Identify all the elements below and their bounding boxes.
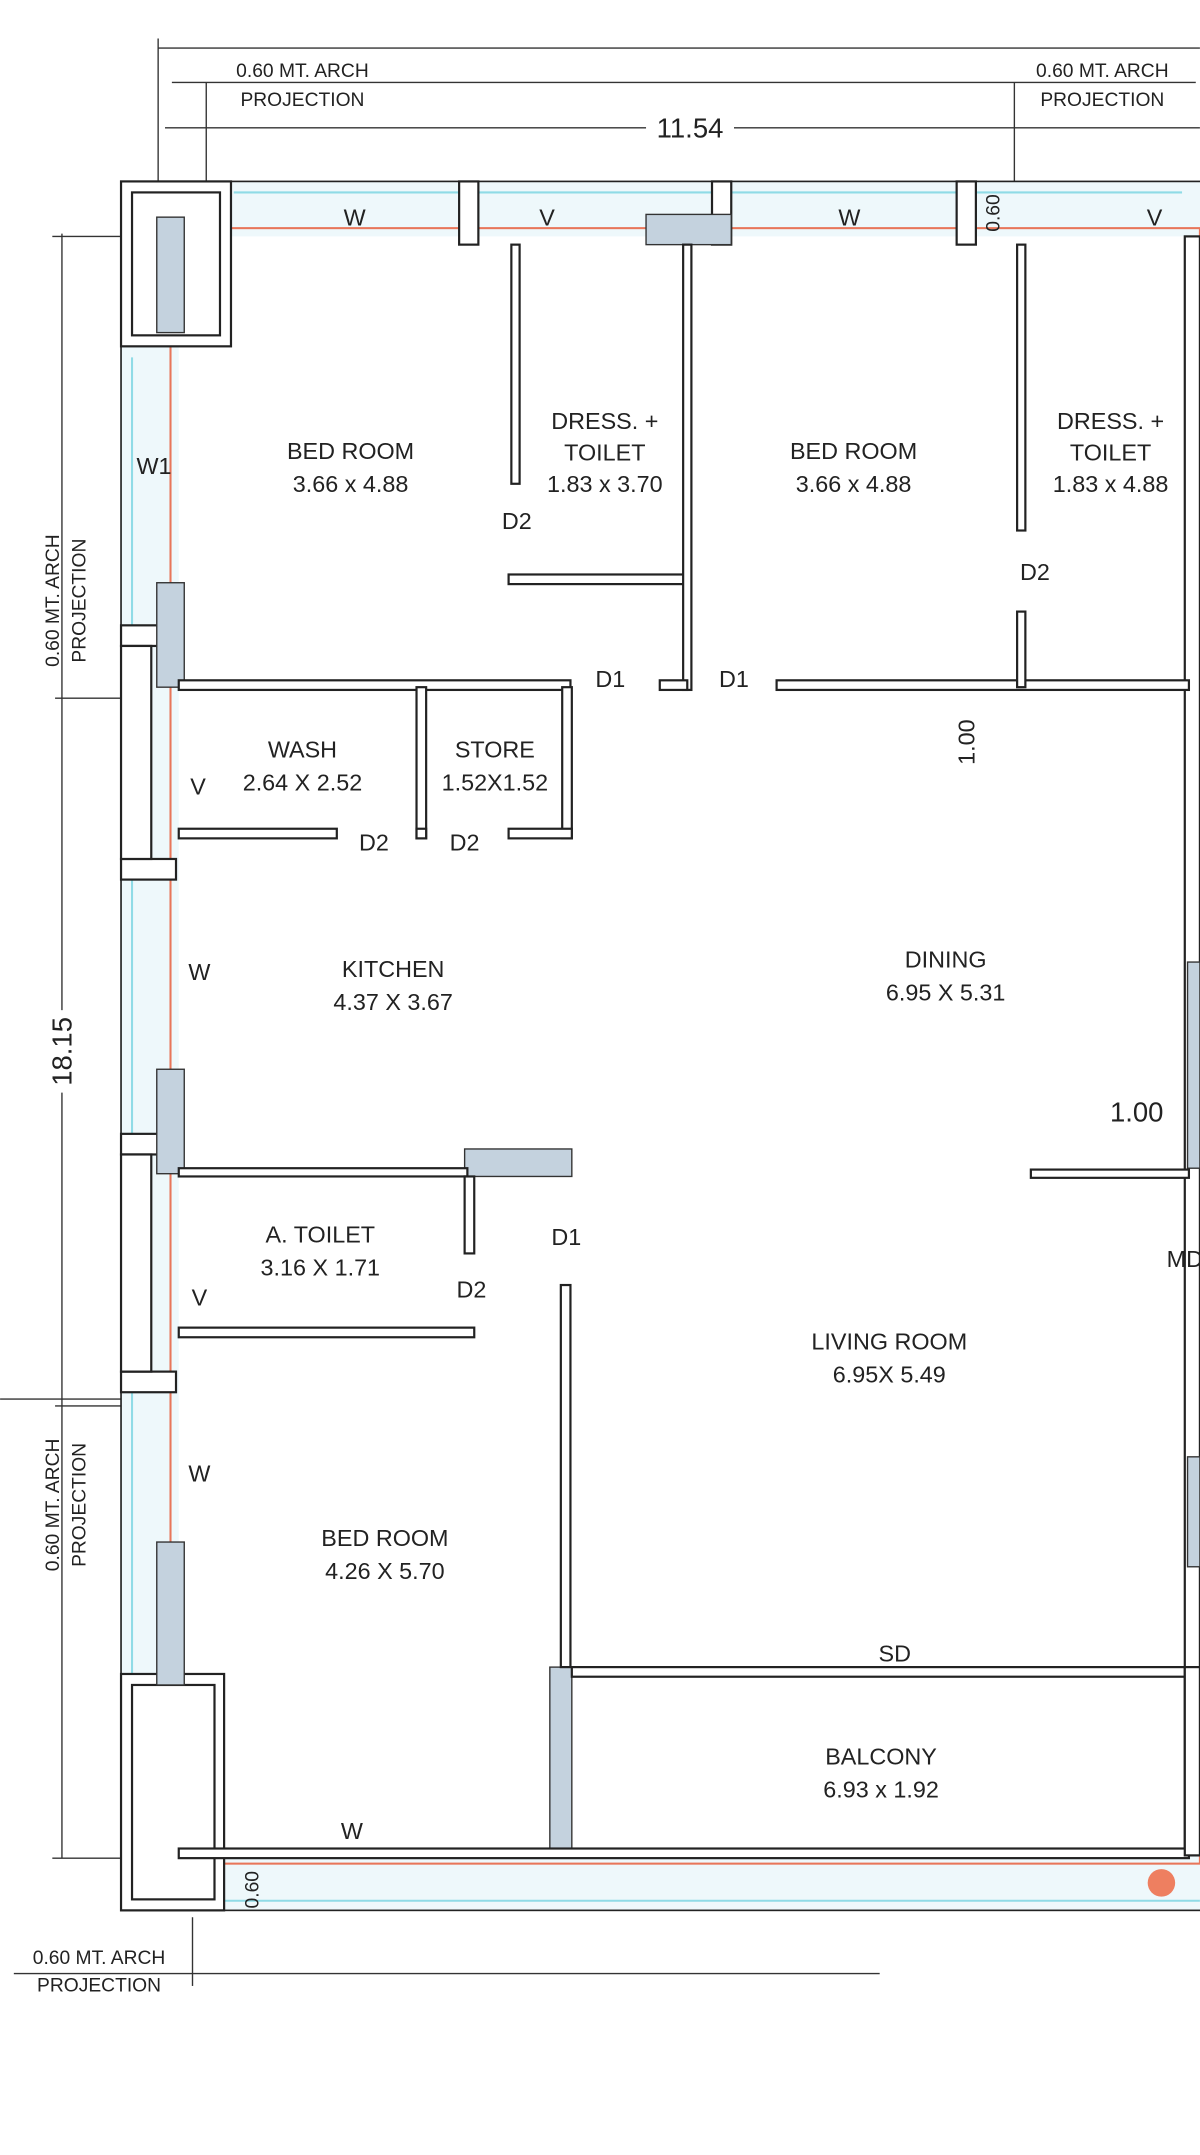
- structural-columns: [156, 213, 1200, 1859]
- window-label: W1: [136, 453, 171, 479]
- door-label: D2: [450, 830, 480, 856]
- room-size-dress-toilet-2: 1.83 x 4.88: [1053, 471, 1169, 497]
- room-labels: BED ROOM 3.66 x 4.88 DRESS. + TOILET 1.8…: [243, 408, 1169, 1803]
- room-size-balcony: 6.93 x 1.92: [823, 1777, 939, 1803]
- room-size-store: 1.52X1.52: [442, 769, 549, 795]
- offset-dimension: 1.00: [954, 719, 980, 764]
- arch-projection-label-top-right-2: PROJECTION: [1040, 90, 1164, 111]
- window-label: W: [188, 959, 210, 985]
- room-name-bedroom-2: BED ROOM: [790, 438, 917, 464]
- ventilator-label: V: [190, 773, 206, 799]
- room-name-store: STORE: [455, 736, 535, 762]
- arch-projection-label-bottom: 0.60 MT. ARCH: [33, 1948, 166, 1969]
- room-size-bedroom-2: 3.66 x 4.88: [796, 471, 912, 497]
- outer-walls: [119, 180, 1200, 1912]
- room-name-dining: DINING: [905, 947, 987, 973]
- room-name-dress-toilet-2: DRESS. +: [1057, 408, 1164, 434]
- room-name-a-toilet: A. TOILET: [266, 1221, 376, 1247]
- offset-dimension: 1.00: [1110, 1096, 1163, 1127]
- rainwater-pipe-icon: [1147, 1869, 1176, 1897]
- door-label: D2: [457, 1276, 487, 1302]
- room-size-living-room: 6.95X 5.49: [833, 1362, 946, 1388]
- room-size-bedroom-1: 3.66 x 4.88: [293, 471, 409, 497]
- room-name-balcony: BALCONY: [825, 1744, 937, 1770]
- room-size-dress-toilet-1: 1.83 x 3.70: [547, 471, 663, 497]
- door-label: D2: [502, 508, 532, 534]
- room-name-bedroom-3: BED ROOM: [321, 1525, 448, 1551]
- arch-projection-label-left-upper-2: PROJECTION: [69, 539, 90, 663]
- door-label: D1: [551, 1224, 581, 1250]
- room-name-dress-toilet-1b: TOILET: [564, 439, 645, 465]
- door-label: D1: [595, 666, 625, 692]
- window-label: W: [344, 204, 366, 230]
- interior-walls: [177, 243, 1200, 1860]
- room-size-kitchen: 4.37 X 3.67: [333, 989, 453, 1015]
- ventilator-label: V: [539, 204, 555, 230]
- door-label: D1: [719, 666, 749, 692]
- room-size-dining: 6.95 X 5.31: [886, 980, 1005, 1006]
- door-label: D2: [1020, 559, 1050, 585]
- main-door-label: MD: [1167, 1246, 1200, 1272]
- room-name-kitchen: KITCHEN: [342, 956, 445, 982]
- ventilator-label: V: [1147, 204, 1163, 230]
- arch-projection-label-top-left-2: PROJECTION: [240, 90, 364, 111]
- arch-projection-label-left-lower: 0.60 MT. ARCH: [43, 1439, 64, 1572]
- room-name-dress-toilet-1: DRESS. +: [551, 408, 658, 434]
- arch-projection-label-top-right: 0.60 MT. ARCH: [1036, 61, 1169, 82]
- room-size-bedroom-3: 4.26 X 5.70: [325, 1558, 445, 1584]
- window-label: W: [188, 1461, 210, 1487]
- ventilator-label: V: [192, 1285, 208, 1311]
- sliding-door-label: SD: [879, 1641, 911, 1667]
- overall-width-dimension: 11.54: [657, 112, 724, 143]
- window-label: W: [838, 204, 860, 230]
- room-size-a-toilet: 3.16 X 1.71: [261, 1254, 381, 1280]
- arch-projection-label-top-left: 0.60 MT. ARCH: [236, 61, 369, 82]
- offset-dimension: 0.60: [242, 1871, 263, 1908]
- room-name-dress-toilet-2b: TOILET: [1070, 439, 1151, 465]
- overall-depth-dimension: 18.15: [47, 1017, 78, 1086]
- arch-projection-label-left-upper: 0.60 MT. ARCH: [43, 534, 64, 667]
- room-name-bedroom-1: BED ROOM: [287, 438, 414, 464]
- room-name-living-room: LIVING ROOM: [811, 1329, 967, 1355]
- window-label: W: [341, 1818, 363, 1844]
- door-label: D2: [359, 830, 389, 856]
- room-size-wash: 2.64 X 2.52: [243, 769, 363, 795]
- opening-labels: W V W V 0.60 W1 D2 D2 D1 D1 1.00 V D2 D2…: [136, 194, 1200, 1908]
- arch-projection-label-bottom-2: PROJECTION: [37, 1975, 161, 1996]
- room-name-wash: WASH: [268, 736, 337, 762]
- offset-dimension: 0.60: [983, 194, 1004, 231]
- arch-projection-label-left-lower-2: PROJECTION: [69, 1443, 90, 1567]
